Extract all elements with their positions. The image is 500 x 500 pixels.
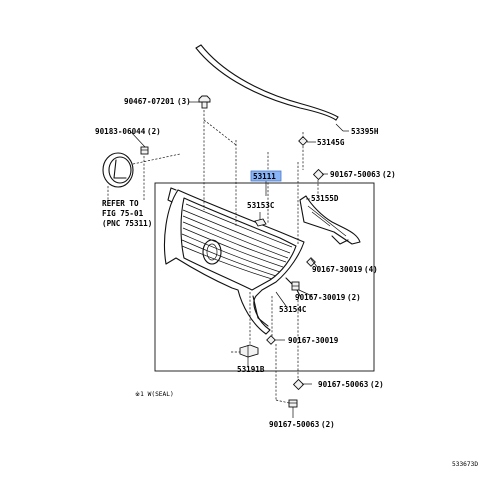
label-90167-30019-2: 90167-30019	[295, 293, 346, 302]
refer-line-2[interactable]: FIG 75-01	[102, 209, 144, 218]
clip-53145g-icon	[298, 136, 308, 146]
refer-line-3[interactable]: (PNC 75311)	[102, 219, 152, 228]
clip-90167-30019-2-icon	[291, 281, 300, 291]
clip-90167-30019-4-icon	[306, 257, 316, 267]
label-53145g: 53145G	[317, 138, 345, 147]
emblem-icon	[102, 152, 134, 188]
label-90167-30019-2-qty: (2)	[347, 293, 361, 302]
label-90167-bot-qty: (2)	[321, 420, 335, 429]
clip-90167-top-icon	[312, 168, 325, 181]
label-90467: 90467-07201	[124, 97, 175, 106]
label-90183: 90183-06044	[95, 127, 146, 136]
figure-code: 533673D	[452, 461, 478, 468]
label-53155d: 53155D	[311, 194, 339, 203]
label-90467-qty: (3)	[177, 97, 191, 106]
part-highlight	[250, 170, 282, 182]
clip-90167-mid-icon	[292, 378, 305, 391]
label-53395h: 53395H	[351, 127, 379, 136]
label-90167-30019: 90167-30019	[288, 336, 339, 345]
clip-90167-bot-icon	[288, 399, 298, 408]
label-90167-30019-4: 90167-30019	[312, 265, 363, 274]
assembly-frame	[154, 182, 375, 372]
label-53153c: 53153C	[247, 201, 275, 210]
seal-note: ※1 W(SEAL)	[135, 391, 174, 398]
refer-line-1[interactable]: REFER TO	[102, 199, 139, 208]
label-90167-30019-4-qty: (4)	[364, 265, 378, 274]
label-53191b: 53191B	[237, 365, 265, 374]
label-90167-top-qty: (2)	[382, 170, 396, 179]
molding-strip-53395h	[195, 44, 339, 121]
label-53111[interactable]: 53111	[253, 172, 276, 181]
label-90167-bot: 90167-50063	[269, 420, 320, 429]
seal-53155d	[299, 195, 361, 245]
bracket-53153c-icon	[254, 218, 267, 227]
label-90183-qty: (2)	[147, 127, 161, 136]
bracket-53191b-icon	[239, 344, 259, 358]
clip-90183-icon	[140, 146, 149, 155]
screw-90467-icon	[198, 95, 211, 109]
label-90167-mid-qty: (2)	[370, 380, 384, 389]
label-53154c: 53154C	[279, 305, 307, 314]
label-90167-mid: 90167-50063	[318, 380, 369, 389]
label-90167-top: 90167-50063	[330, 170, 381, 179]
radiator-grille	[163, 187, 305, 335]
clip-90167-30019-icon	[266, 335, 276, 345]
